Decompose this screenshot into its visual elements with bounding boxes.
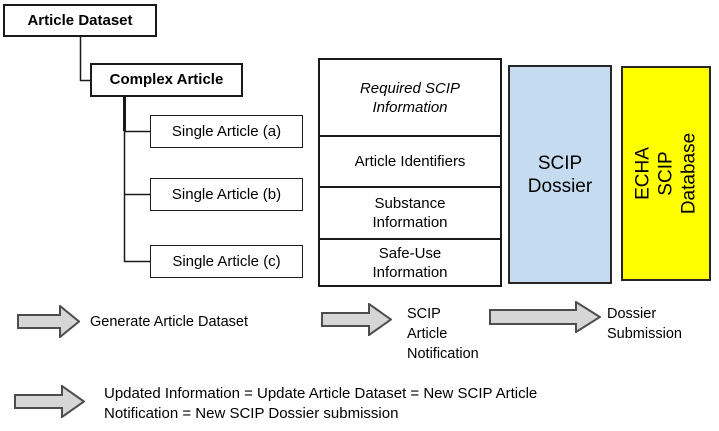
scip-info-table: Required SCIP Information Article Identi…: [318, 58, 502, 287]
flow-arrow-icon-generate: [17, 305, 80, 338]
scip-table-row-identifiers: Article Identifiers: [320, 135, 500, 186]
complex-article-box: Complex Article: [90, 63, 243, 97]
single-article-box-b: Single Article (b): [150, 178, 303, 211]
flow-arrow-icon-update: [14, 385, 85, 418]
generate-article-dataset-label: Generate Article Dataset: [90, 314, 248, 330]
scip-dossier-box: SCIP Dossier: [508, 65, 612, 284]
flow-arrow-icon-submission: [489, 301, 601, 333]
scip-table-row-substance: Substance Information: [320, 186, 500, 238]
single-article-box-c: Single Article (c): [150, 245, 303, 278]
dossier-submission-label: Dossier Submission: [607, 306, 682, 342]
update-note: Updated Information = Update Article Dat…: [104, 385, 538, 422]
echa-scip-database-box: ECHA SCIP Database: [621, 66, 711, 281]
single-article-box-a: Single Article (a): [150, 115, 303, 148]
scip-article-notification-label: SCIP Article Notification: [407, 306, 479, 362]
flow-arrow-icon-notification: [321, 303, 392, 336]
article-dataset-box: Article Dataset: [3, 4, 157, 37]
scip-table-header: Required SCIP Information: [359, 79, 461, 116]
scip-table-row-safe-use: Safe-Use Information: [320, 238, 500, 285]
echa-scip-database-label: ECHA SCIP Database: [632, 132, 700, 215]
